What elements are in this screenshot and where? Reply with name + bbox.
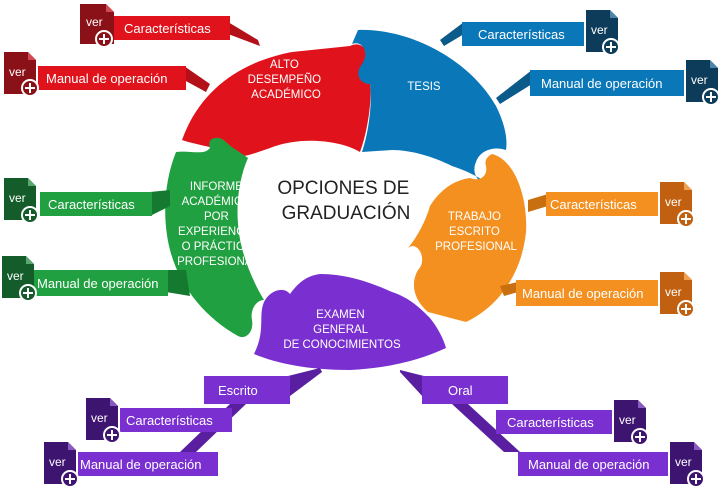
link-tesis-caracteristicas[interactable]: Características ver: [440, 10, 620, 56]
connector: [528, 194, 548, 212]
icon-text: ver: [7, 269, 24, 283]
segment-alto-desempeno[interactable]: ALTO DESEMPEÑO ACADÉMICO: [182, 44, 371, 157]
icon-text: ver: [91, 411, 108, 425]
icon-text: ver: [665, 195, 682, 209]
label-box: [496, 410, 612, 434]
link-label: Características: [507, 415, 594, 430]
connector: [184, 66, 210, 92]
icon-text: ver: [691, 73, 708, 87]
link-tesis-manual[interactable]: Manual de operación ver: [496, 60, 720, 106]
connector: [288, 368, 322, 396]
segment-informe-shape: [165, 137, 264, 338]
document-plus-icon[interactable]: ver: [86, 398, 121, 444]
segment-alto-title: ALTO DESEMPEÑO ACADÉMICO: [248, 59, 325, 101]
document-plus-icon[interactable]: ver: [614, 400, 649, 446]
icon-text: ver: [9, 65, 26, 79]
link-alto-caracteristicas[interactable]: Características ver: [80, 4, 260, 48]
icon-text: ver: [591, 23, 608, 37]
label-box: [78, 452, 218, 476]
document-plus-icon[interactable]: ver: [2, 256, 37, 302]
segment-tesis-shape: [352, 29, 507, 186]
icon-text: ver: [86, 15, 103, 29]
link-label: Características: [48, 197, 135, 212]
segment-trabajo-escrito[interactable]: TRABAJO ESCRITO PROFESIONAL: [408, 154, 527, 322]
link-alto-manual[interactable]: Manual de operación ver: [4, 52, 210, 97]
document-plus-icon[interactable]: ver: [686, 60, 720, 106]
link-oral-caracteristicas[interactable]: Características ver: [496, 400, 649, 446]
link-label: Características: [126, 413, 213, 428]
segment-informe-academico[interactable]: INFORME ACADÉMICO POR EXPERIENCIA O PRÁC…: [165, 137, 264, 338]
link-label: Manual de operación: [541, 76, 662, 91]
label-box: [422, 376, 508, 404]
icon-text: ver: [49, 455, 66, 469]
label-box: [530, 70, 684, 96]
label-box: [518, 452, 668, 476]
link-label: Características: [124, 21, 211, 36]
label-box: [40, 192, 152, 216]
connector: [228, 22, 260, 46]
icon-text: ver: [619, 413, 636, 427]
link-label: Características: [550, 197, 637, 212]
label-box: [516, 280, 658, 306]
link-trabajo-manual[interactable]: Manual de operación ver: [500, 272, 695, 318]
segment-examen-shape: [254, 274, 446, 370]
document-plus-icon[interactable]: ver: [660, 272, 695, 318]
link-label: Características: [478, 27, 565, 42]
oral-connector: [452, 404, 520, 452]
document-plus-icon[interactable]: ver: [586, 10, 620, 56]
sub-option-label: Escrito: [218, 383, 258, 398]
icon-text: ver: [665, 285, 682, 299]
segment-examen-title: EXAMEN GENERAL DE CONOCIMIENTOS: [283, 309, 401, 351]
label-box: [120, 408, 232, 432]
connector: [400, 370, 424, 398]
connector: [166, 270, 190, 296]
link-oral-manual[interactable]: Manual de operación ver: [518, 442, 705, 488]
connector: [496, 70, 532, 104]
link-label: Manual de operación: [37, 276, 158, 291]
link-trabajo-caracteristicas[interactable]: Características ver: [528, 182, 695, 228]
document-plus-icon[interactable]: ver: [44, 442, 79, 488]
label-box: [204, 376, 290, 404]
icon-text: ver: [9, 191, 26, 205]
link-label: Manual de operación: [80, 457, 201, 472]
segment-trabajo-shape: [408, 154, 527, 322]
connector: [440, 22, 464, 46]
document-plus-icon[interactable]: ver: [4, 178, 39, 224]
link-escrito-manual[interactable]: Manual de operación ver: [44, 442, 218, 488]
sub-option-oral[interactable]: Oral: [400, 370, 508, 404]
connector: [150, 190, 170, 216]
document-plus-icon[interactable]: ver: [660, 182, 695, 228]
document-plus-icon[interactable]: ver: [4, 52, 39, 97]
document-plus-icon[interactable]: ver: [80, 4, 114, 48]
document-plus-icon[interactable]: ver: [670, 442, 705, 488]
icon-text: ver: [675, 455, 692, 469]
link-label: Manual de operación: [522, 286, 643, 301]
sub-option-label: Oral: [448, 383, 473, 398]
segment-tesis-title: TESIS: [407, 81, 441, 93]
link-label: Manual de operación: [528, 457, 649, 472]
link-label: Manual de operación: [46, 71, 167, 86]
label-box: [108, 16, 230, 40]
segment-examen-general[interactable]: EXAMEN GENERAL DE CONOCIMIENTOS: [254, 274, 446, 370]
segment-trabajo-title: TRABAJO ESCRITO PROFESIONAL: [435, 211, 517, 253]
link-informe-manual[interactable]: Manual de operación ver: [2, 256, 190, 302]
label-box: [462, 22, 584, 46]
center-title: OPCIONES DE GRADUACIÓN: [277, 178, 414, 224]
label-box: [34, 270, 168, 296]
segment-tesis[interactable]: TESIS: [352, 29, 507, 186]
segment-alto-shape: [182, 44, 371, 157]
link-escrito-caracteristicas[interactable]: Características ver: [86, 398, 232, 444]
link-informe-caracteristicas[interactable]: Características ver: [4, 178, 170, 224]
label-box: [38, 66, 186, 90]
sub-option-escrito[interactable]: Escrito: [204, 368, 322, 404]
segment-informe-title: INFORME ACADÉMICO POR EXPERIENCIA O PRÁC…: [177, 181, 259, 268]
label-box: [546, 192, 658, 216]
connector: [500, 282, 518, 296]
